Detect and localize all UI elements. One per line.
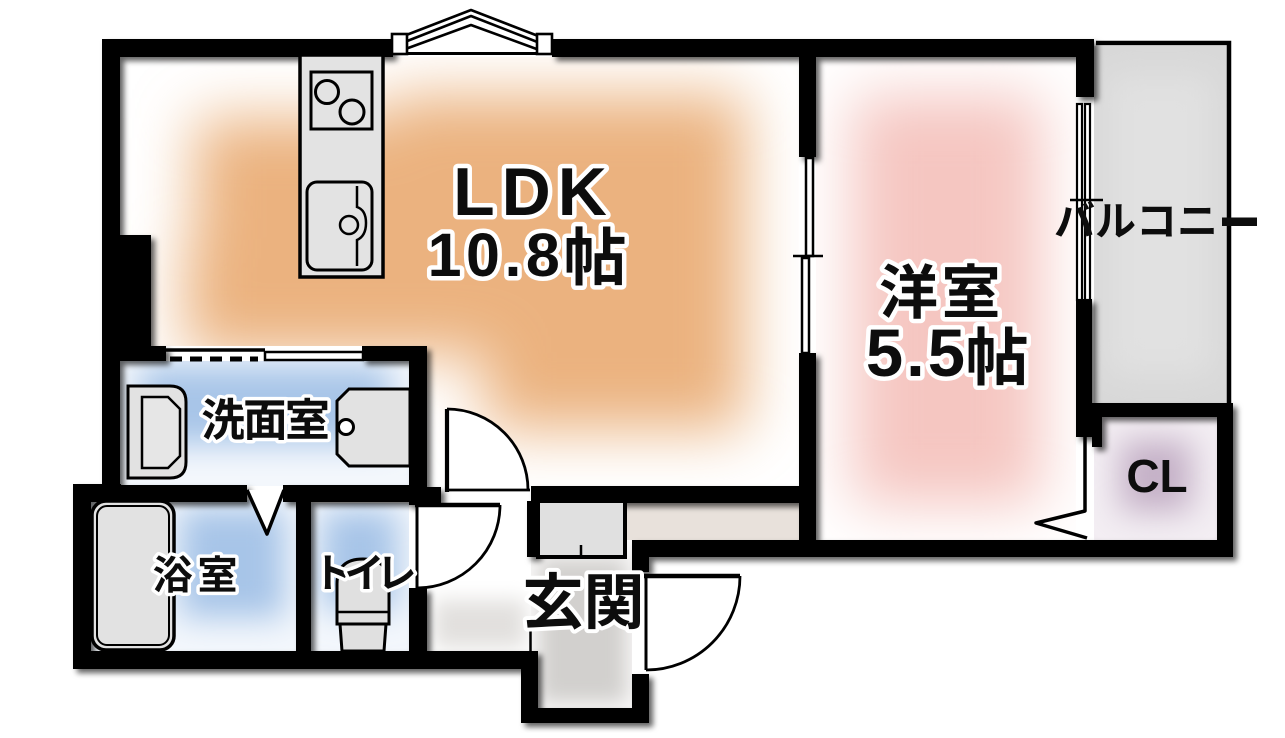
svg-text:5.5: 5.5 xyxy=(866,316,968,391)
svg-text:CL: CL xyxy=(1126,450,1187,502)
svg-text:LDK: LDK xyxy=(453,154,614,230)
svg-text:10.8: 10.8 xyxy=(428,221,565,289)
